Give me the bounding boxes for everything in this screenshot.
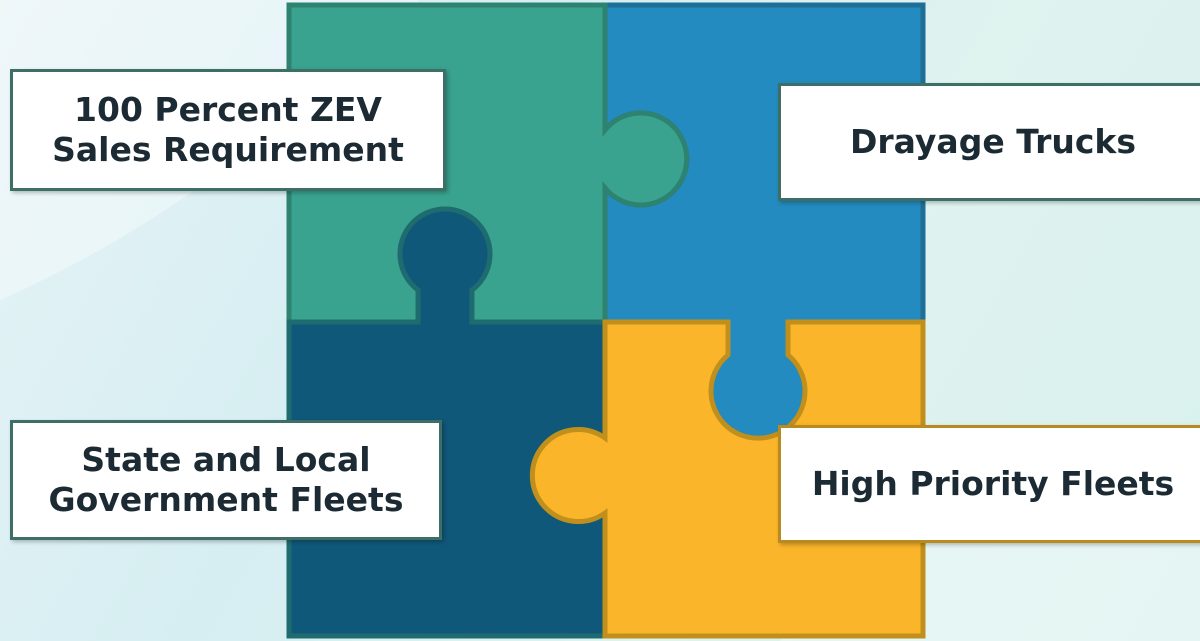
label-zev-line2: Sales Requirement <box>52 130 404 169</box>
label-government-line1: State and Local <box>81 440 371 479</box>
puzzle-piece-yellow <box>529 319 926 639</box>
label-zev-line1: 100 Percent ZEV <box>74 90 382 129</box>
label-government-line2: Government Fleets <box>48 480 404 519</box>
label-high-priority-fleets: High Priority Fleets <box>778 425 1200 543</box>
label-zev-sales-requirement: 100 Percent ZEV Sales Requirement <box>10 69 446 191</box>
label-drayage-trucks: Drayage Trucks <box>778 83 1200 201</box>
label-government-fleets: State and Local Government Fleets <box>10 420 442 540</box>
label-high-priority-line1: High Priority Fleets <box>811 464 1175 503</box>
label-drayage-line1: Drayage Trucks <box>850 122 1136 161</box>
